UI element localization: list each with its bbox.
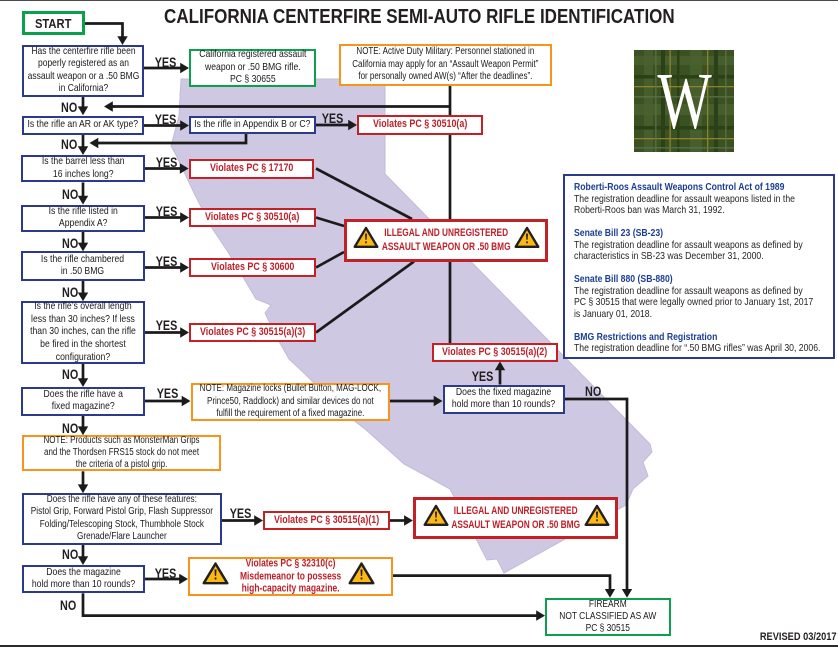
svg-text:W: W bbox=[657, 58, 712, 146]
